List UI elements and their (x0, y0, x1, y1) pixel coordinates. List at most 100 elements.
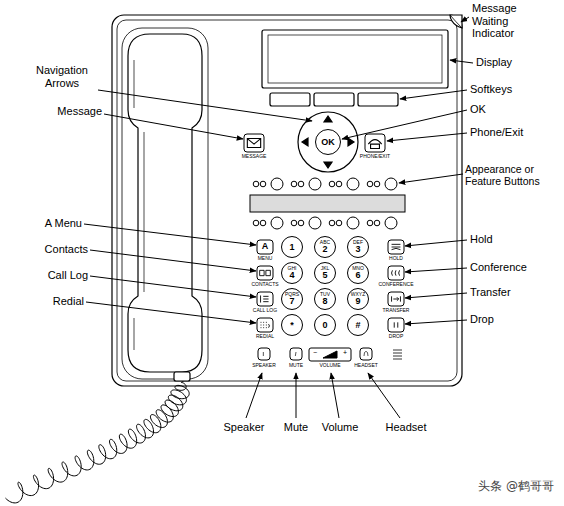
button-caption: VOLUME (319, 363, 340, 368)
headset-icon (364, 351, 368, 356)
phone-housing-inner (117, 20, 457, 381)
redial-icon (261, 322, 270, 327)
redial-button (257, 318, 273, 332)
key-digit: 6 (355, 271, 360, 280)
led (291, 220, 297, 226)
message-icon (247, 139, 260, 148)
handset-edge (134, 60, 144, 350)
headset-button (360, 348, 372, 360)
appearance-button (309, 217, 321, 229)
cord-plug (174, 372, 190, 381)
menu-letter: A (262, 241, 269, 251)
handset-shape (128, 34, 202, 372)
volume-control (309, 348, 402, 361)
transfer-icon (392, 296, 401, 301)
appearance-button (385, 217, 397, 229)
button-caption: PHONE/EXIT (360, 154, 390, 159)
leader-line (399, 174, 463, 183)
keypad-key: 1 (281, 236, 303, 258)
leader-line (405, 240, 467, 246)
led (336, 181, 342, 187)
led (367, 181, 373, 187)
callout-label: Message (57, 105, 102, 118)
leader-line (450, 60, 473, 63)
appearance-button (347, 217, 359, 229)
leader-line (90, 276, 256, 297)
led (367, 220, 373, 226)
led (374, 220, 380, 226)
speaker-grill (393, 350, 402, 359)
leader-line (296, 373, 297, 418)
key-digit: # (355, 321, 360, 330)
calllog-button (257, 292, 273, 306)
hold-icon (392, 244, 401, 249)
message-waiting-indicator (450, 15, 462, 28)
callout-label: Speaker (224, 421, 265, 434)
leader-line (104, 114, 243, 139)
phone-icon (368, 140, 381, 149)
button-caption: CONFERENCE (378, 282, 413, 287)
message-button (244, 134, 264, 152)
softkey (270, 93, 310, 106)
button-caption: DROP (389, 334, 403, 339)
button-caption: SPEAKER (252, 363, 276, 368)
handset (122, 28, 208, 381)
callout-label: Call Log (48, 269, 88, 282)
keypad-key: WXYZ9 (347, 288, 369, 310)
button-caption: MENU (258, 256, 273, 261)
key-digit: 8 (322, 297, 327, 306)
display-area (262, 30, 448, 106)
key-digit: 4 (289, 271, 294, 280)
key-digit: 3 (355, 245, 360, 254)
led (336, 220, 342, 226)
coiled-cord (5, 381, 189, 503)
appearance-button (347, 178, 359, 190)
label-strip (250, 195, 405, 212)
callout-label: Hold (470, 233, 493, 246)
navigation-ring (298, 112, 358, 172)
callout-label: Softkeys (470, 83, 512, 96)
leader-line (90, 250, 256, 271)
led (298, 181, 304, 187)
keypad-key: * (281, 314, 303, 336)
button-caption: MESSAGE (242, 154, 267, 159)
keypad-key: DEF3 (347, 236, 369, 258)
contacts-button (257, 266, 273, 280)
callout-label: A Menu (45, 217, 82, 230)
key-digit: 1 (289, 243, 294, 252)
keypad-key: # (347, 314, 369, 336)
speaker-icon (263, 352, 264, 356)
button-caption: HOLD (389, 256, 403, 261)
leader-line (84, 224, 256, 245)
appearance-button (271, 217, 283, 229)
hold-button (388, 240, 404, 254)
drop-button (388, 318, 404, 332)
callout-label: Headset (386, 421, 427, 434)
callout-label: Drop (470, 313, 494, 326)
button-caption: REDIAL (256, 334, 274, 339)
key-digit: 2 (322, 245, 327, 254)
callout-label: Display (476, 56, 512, 69)
speaker-button (258, 348, 270, 360)
led (253, 220, 259, 226)
led (329, 220, 335, 226)
contacts-icon (260, 270, 271, 275)
led (291, 181, 297, 187)
menu-button (257, 240, 273, 254)
callout-label: Transfer (470, 286, 511, 299)
leader-line (368, 373, 400, 418)
keypad-key: GHI4 (281, 262, 303, 284)
watermark: 头条 @鹤哥哥 (478, 480, 554, 494)
callout-label: Mute (284, 421, 308, 434)
button-caption: MUTE (289, 363, 303, 368)
leader-line (246, 373, 262, 418)
key-digit: * (290, 321, 294, 330)
navigation-ring (298, 112, 358, 172)
leader-line (405, 268, 467, 272)
leader-line (405, 320, 467, 324)
button-label: OK (321, 138, 335, 147)
leader-line (331, 373, 339, 418)
calllog-icon (261, 295, 269, 302)
button-caption: TRANSFER (383, 308, 410, 313)
